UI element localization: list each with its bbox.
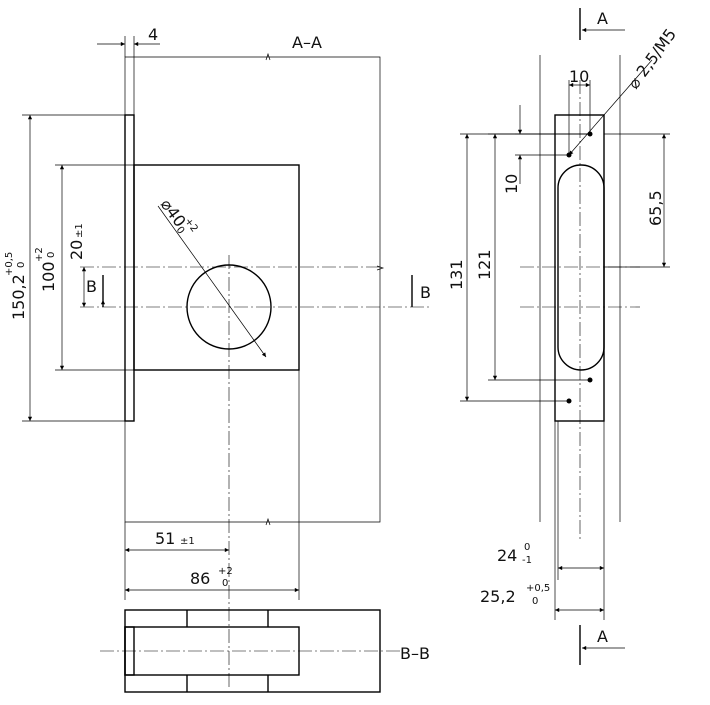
svg-text:0: 0 xyxy=(532,596,538,607)
svg-text:+0,5: +0,5 xyxy=(4,252,15,276)
latch-slot xyxy=(557,164,605,371)
dim-hole-to-center: 65,5 xyxy=(646,190,665,226)
dim-plate-width: 25,2 xyxy=(480,587,516,606)
dim-screw-hole-spec: ⌀ 2,5/M5 xyxy=(624,25,680,92)
svg-text:0: 0 xyxy=(46,252,57,258)
svg-text:-1: -1 xyxy=(522,555,532,566)
door-panel-outline xyxy=(124,56,381,523)
face-plate xyxy=(124,114,135,422)
svg-text:+0,5: +0,5 xyxy=(526,583,550,594)
break-mark-bottom xyxy=(265,517,271,526)
dim-body-depth: 86 xyxy=(190,569,210,588)
dim-outer-hole-span: 131 xyxy=(447,259,466,290)
bb-outer-frame xyxy=(124,609,381,693)
section-view-aa: 4 A–A 150,2 +0,5 0 100 +2 0 20 ±1 B xyxy=(4,25,431,690)
dim-inner-hole-span: 121 xyxy=(475,249,494,280)
svg-text:0: 0 xyxy=(524,542,530,553)
dim-hole-spacing-height: 10 xyxy=(502,174,521,194)
cut-label-a-top: A xyxy=(597,9,608,28)
cut-label-b-right: B xyxy=(420,283,431,302)
svg-text:0: 0 xyxy=(174,225,187,237)
label-aa: A–A xyxy=(292,33,322,52)
break-mark-top xyxy=(265,52,271,61)
lock-body xyxy=(133,164,300,371)
svg-text:+2: +2 xyxy=(218,566,233,577)
break-mark-right xyxy=(376,265,385,271)
dim-offset: 20 xyxy=(67,240,86,260)
svg-text:±1: ±1 xyxy=(180,536,195,547)
dim-hole-spacing-width: 10 xyxy=(569,67,589,86)
svg-text:+2: +2 xyxy=(34,247,45,262)
svg-text:0: 0 xyxy=(16,262,27,268)
face-plate-view: A A ⌀ 2,5/M5 10 10 131 xyxy=(447,8,680,665)
plate-outline xyxy=(554,114,605,422)
cut-label-b-left: B xyxy=(86,277,97,296)
section-view-bb: B–B xyxy=(100,609,430,693)
cut-label-a-bottom: A xyxy=(597,627,608,646)
dim-body-height: 100 xyxy=(39,261,58,292)
label-bb: B–B xyxy=(400,644,430,663)
dim-overall-height: 150,2 xyxy=(9,274,28,320)
dim-slot-width: 24 xyxy=(497,546,517,565)
dim-thickness: 4 xyxy=(148,25,158,44)
dim-backset: 51 xyxy=(155,529,175,548)
svg-text:±1: ±1 xyxy=(74,223,85,238)
svg-text:0: 0 xyxy=(222,578,228,589)
